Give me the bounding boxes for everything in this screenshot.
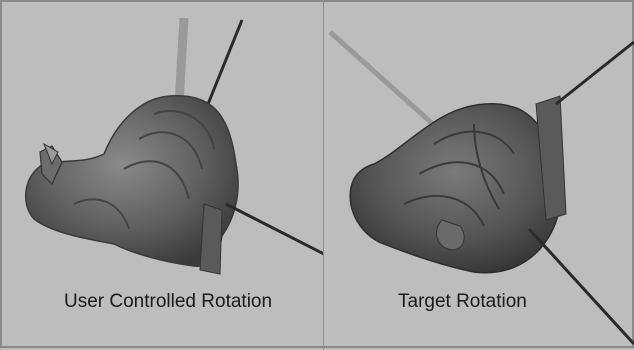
axis-line bbox=[226, 204, 324, 254]
axis-line bbox=[556, 42, 634, 104]
target-panel: Target Rotation bbox=[324, 4, 634, 348]
user-controlled-panel: User Controlled Rotation bbox=[4, 4, 324, 348]
axis-line bbox=[204, 20, 242, 114]
axis-line bbox=[330, 32, 444, 134]
panel-caption: User Controlled Rotation bbox=[64, 291, 272, 313]
axis-line bbox=[529, 229, 634, 344]
bunny-base bbox=[200, 204, 222, 274]
panel-caption: Target Rotation bbox=[398, 291, 527, 313]
